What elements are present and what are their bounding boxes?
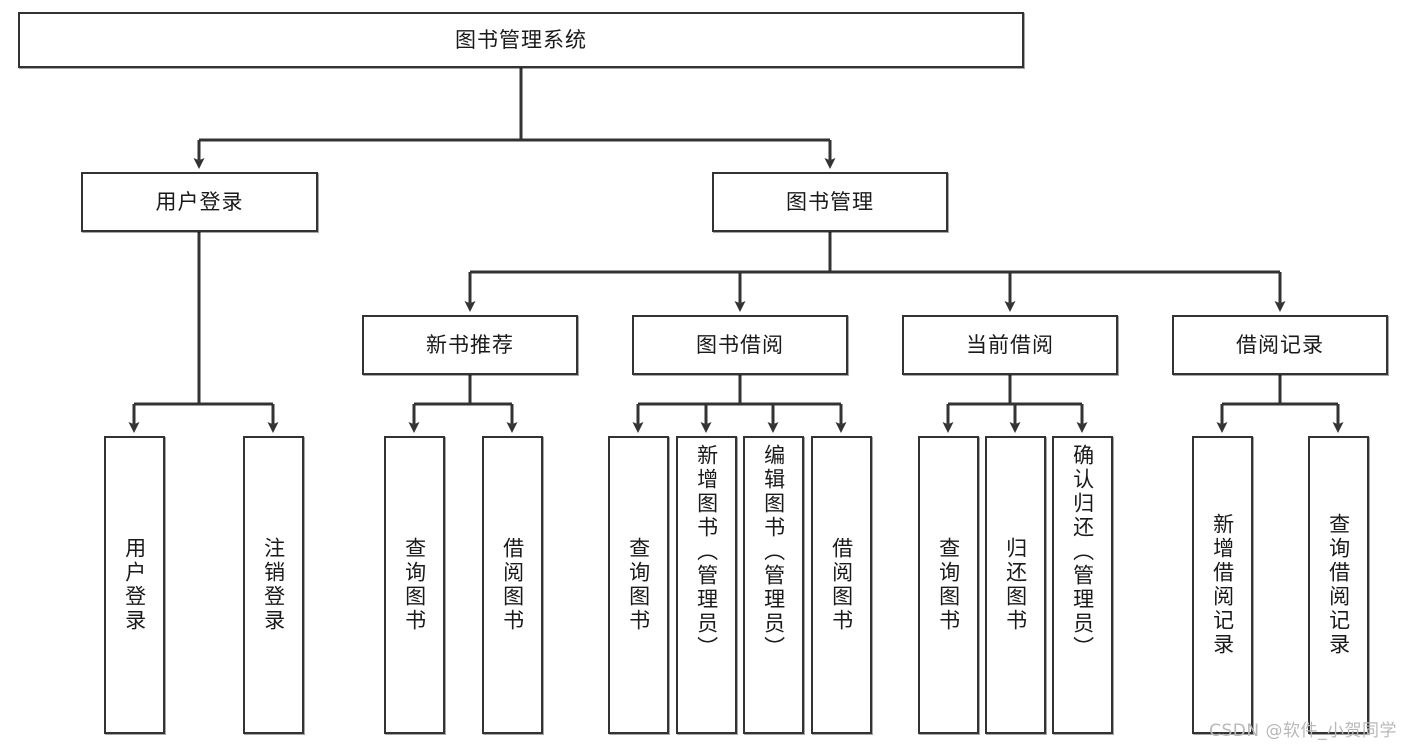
node-label: 图书管理 bbox=[786, 189, 874, 214]
node-current-borrow[interactable]: 当前借阅 bbox=[902, 315, 1118, 375]
leaf-user-login-logout[interactable]: 注销登录 bbox=[243, 436, 304, 734]
node-label: 图书借阅 bbox=[696, 332, 784, 357]
node-label: 查询图书 bbox=[936, 537, 961, 633]
leaf-borrow-record-query-record[interactable]: 查询借阅记录 bbox=[1308, 436, 1369, 734]
leaf-book-borrow-query-book[interactable]: 查询图书 bbox=[608, 436, 669, 734]
leaf-current-borrow-confirm-return-admin[interactable]: 确认归还（管理员） bbox=[1052, 436, 1113, 734]
node-label: 借阅图书 bbox=[829, 537, 854, 633]
leaf-current-borrow-query-book[interactable]: 查询图书 bbox=[918, 436, 979, 734]
node-label: 新书推荐 bbox=[426, 332, 514, 357]
node-label: 查询图书 bbox=[402, 537, 427, 633]
watermark-text: CSDN @软件_小贺同学 bbox=[1209, 721, 1397, 741]
node-book-borrow[interactable]: 图书借阅 bbox=[632, 315, 848, 375]
leaf-new-book-query-book[interactable]: 查询图书 bbox=[384, 436, 445, 734]
node-label: 查询图书 bbox=[626, 537, 651, 633]
node-new-book-recommend[interactable]: 新书推荐 bbox=[362, 315, 578, 375]
node-label: 借阅图书 bbox=[500, 537, 525, 633]
node-borrow-record[interactable]: 借阅记录 bbox=[1172, 315, 1388, 375]
node-label: 图书管理系统 bbox=[455, 27, 587, 52]
node-label: 用户登录 bbox=[122, 537, 147, 633]
leaf-new-book-borrow-book[interactable]: 借阅图书 bbox=[482, 436, 543, 734]
node-label: 注销登录 bbox=[261, 537, 286, 633]
leaf-current-borrow-return-book[interactable]: 归还图书 bbox=[985, 436, 1046, 734]
leaf-book-borrow-borrow-book[interactable]: 借阅图书 bbox=[811, 436, 872, 734]
node-label: 归还图书 bbox=[1003, 537, 1028, 633]
leaf-book-borrow-add-book-admin[interactable]: 新增图书（管理员） bbox=[676, 436, 737, 734]
node-book-management[interactable]: 图书管理 bbox=[712, 172, 948, 232]
node-root-book-management-system[interactable]: 图书管理系统 bbox=[18, 12, 1024, 68]
node-label: 当前借阅 bbox=[966, 332, 1054, 357]
node-user-login[interactable]: 用户登录 bbox=[81, 172, 318, 232]
node-label: 借阅记录 bbox=[1236, 332, 1324, 357]
leaf-user-login-login[interactable]: 用户登录 bbox=[104, 436, 165, 734]
node-label: 编辑图书（管理员） bbox=[761, 444, 786, 660]
leaf-book-borrow-edit-book-admin[interactable]: 编辑图书（管理员） bbox=[743, 436, 804, 734]
leaf-borrow-record-add-record[interactable]: 新增借阅记录 bbox=[1192, 436, 1253, 734]
node-label: 确认归还（管理员） bbox=[1070, 444, 1095, 660]
node-label: 用户登录 bbox=[155, 189, 244, 214]
node-label: 查询借阅记录 bbox=[1326, 513, 1351, 657]
node-label: 新增图书（管理员） bbox=[694, 444, 719, 660]
node-label: 新增借阅记录 bbox=[1210, 513, 1235, 657]
